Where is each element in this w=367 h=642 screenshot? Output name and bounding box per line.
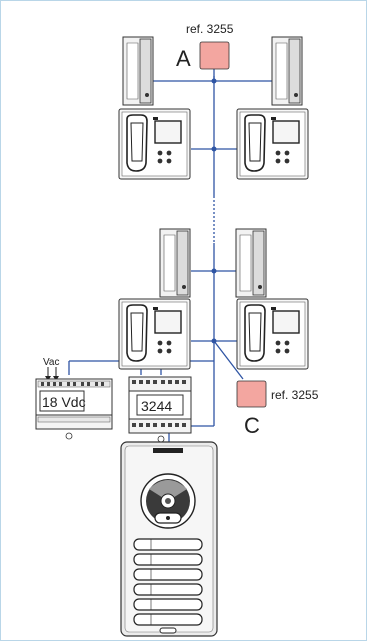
video-monitor: [236, 298, 309, 370]
psu-label: 18 Vdc: [42, 394, 86, 410]
module-c: [236, 380, 267, 408]
module-letter-c: C: [244, 413, 260, 438]
ref-label-right: ref. 3255: [271, 388, 319, 402]
distributor-label: 3244: [141, 398, 172, 414]
bus-junctions: [211, 78, 217, 344]
distributor: 3244: [128, 376, 192, 443]
handset-phone: [235, 228, 267, 298]
video-monitor: [236, 108, 309, 180]
video-monitor: [118, 108, 191, 180]
door-entry-panel: [120, 441, 218, 637]
video-monitor: [118, 298, 191, 370]
power-supply: Vac 18 Vdc: [35, 357, 113, 440]
vac-label: Vac: [43, 357, 60, 368]
handset-phone: [271, 36, 303, 106]
ref-label-top: ref. 3255: [186, 22, 234, 36]
handset-phone: [159, 228, 191, 298]
module-a: [199, 41, 230, 70]
module-letter-a: A: [176, 46, 191, 71]
handset-phone: [122, 36, 154, 106]
